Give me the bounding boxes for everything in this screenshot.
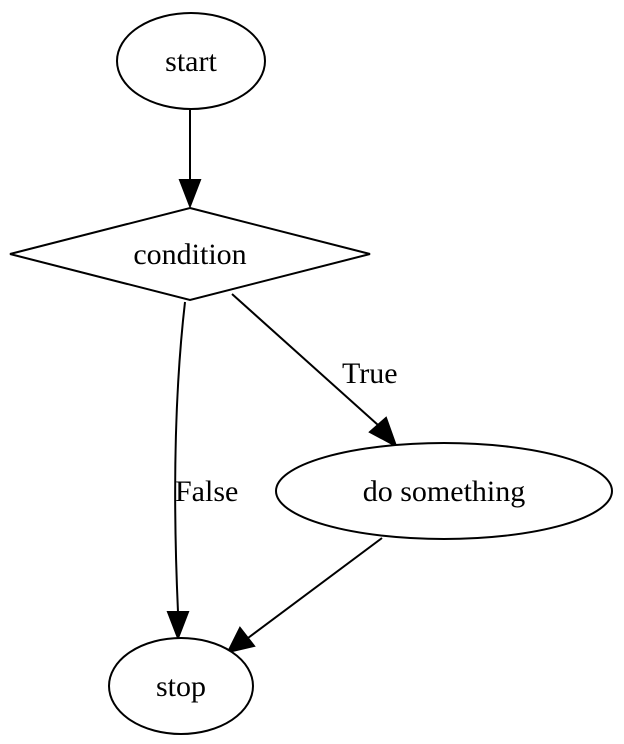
node-do-something-label: do something: [363, 475, 526, 508]
node-condition-label: condition: [133, 238, 246, 271]
edge-label-false: False: [175, 475, 238, 508]
arrowhead: [226, 626, 256, 654]
node-start-label: start: [165, 45, 217, 78]
edge-line: [247, 537, 383, 639]
edge-do-something-to-stop: [226, 537, 383, 654]
node-start: start: [116, 12, 266, 110]
node-condition-shape: [9, 206, 371, 302]
arrowhead: [368, 416, 398, 449]
edge-condition-to-do-something-true: [231, 293, 398, 449]
node-do-something: do something: [275, 442, 613, 540]
node-stop-shape: [108, 637, 254, 735]
edge-line: [174, 301, 186, 613]
edge-line: [231, 293, 379, 426]
node-stop: stop: [108, 637, 254, 735]
node-condition: condition: [9, 206, 371, 302]
edge-label-true: True: [342, 357, 398, 390]
node-start-shape: [116, 12, 266, 110]
edge-condition-to-stop-false: [166, 301, 190, 641]
node-do-something-shape: [275, 442, 613, 540]
arrowhead: [178, 179, 202, 209]
edge-start-to-condition: [178, 110, 202, 209]
node-stop-label: stop: [156, 670, 206, 703]
arrowhead: [166, 611, 190, 641]
